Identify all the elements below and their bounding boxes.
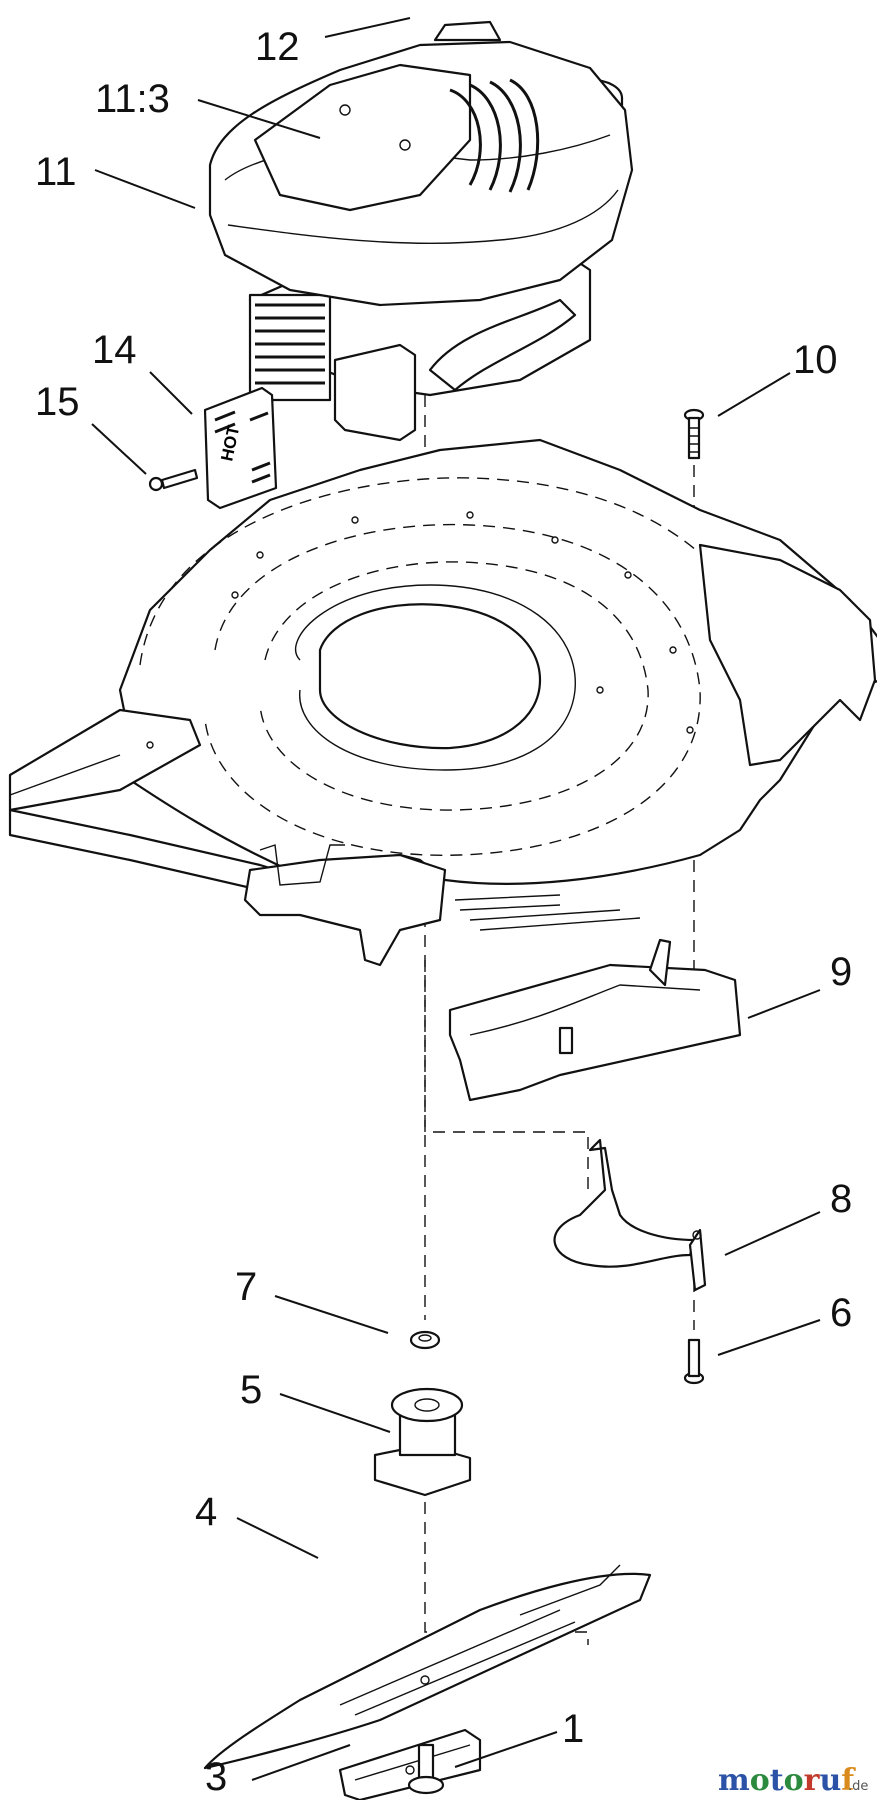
bolt xyxy=(683,408,705,460)
watermark-letter: o xyxy=(784,1763,804,1798)
callout-15: 15 xyxy=(35,380,80,424)
callout-8: 8 xyxy=(830,1177,852,1221)
watermark-letter: r xyxy=(804,1763,821,1798)
engine xyxy=(208,20,634,442)
mower-deck xyxy=(8,438,877,967)
bolt-retainer xyxy=(338,1728,482,1800)
watermark-letter: u xyxy=(819,1763,841,1798)
callout-12: 12 xyxy=(255,25,300,69)
nut xyxy=(409,1330,441,1350)
bolt xyxy=(683,1338,705,1385)
callout-7: 7 xyxy=(235,1265,257,1309)
screw xyxy=(148,468,199,492)
leader-lines xyxy=(91,17,821,1781)
watermark-letter: o xyxy=(750,1763,770,1798)
watermark-letter: t xyxy=(770,1763,784,1798)
callout-1: 1 xyxy=(562,1707,584,1751)
callout-14: 14 xyxy=(92,328,137,372)
callout-11: 11 xyxy=(35,150,77,194)
callout-4: 4 xyxy=(195,1490,217,1534)
blade-adapter xyxy=(373,1387,472,1497)
blade-bolt xyxy=(407,1743,445,1795)
baffle xyxy=(448,938,742,1102)
watermark-letter: m xyxy=(718,1763,750,1798)
watermark-letter: f xyxy=(841,1763,856,1798)
watermark-suffix: .de xyxy=(848,1779,868,1794)
callout-10: 10 xyxy=(793,338,838,382)
svg-text:motoruf: motoruf xyxy=(718,1763,856,1798)
callout-3: 3 xyxy=(205,1755,227,1799)
callout-9: 9 xyxy=(830,950,852,994)
blade xyxy=(203,1564,652,1770)
callout-5: 5 xyxy=(240,1368,262,1412)
callout-6: 6 xyxy=(830,1291,852,1335)
heat-shield: HOT xyxy=(203,386,278,510)
blade-stop-bracket xyxy=(553,1138,707,1292)
callout-11-3: 11:3 xyxy=(95,77,170,121)
watermark-logo: motoruf .de xyxy=(718,1763,868,1798)
